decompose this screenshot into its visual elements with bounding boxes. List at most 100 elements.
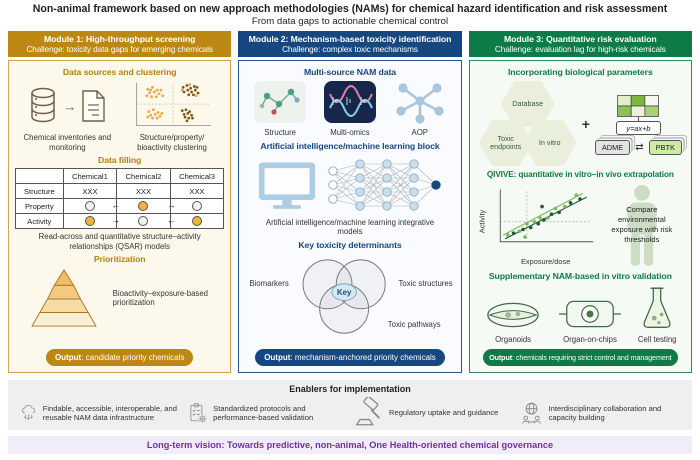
output-label: Output bbox=[54, 353, 82, 362]
module-1-challenge: Challenge: toxicity data gaps for emergi… bbox=[26, 45, 213, 54]
dna-multiomics-icon bbox=[324, 81, 376, 123]
module-1-title: Module 1: High-throughput screening bbox=[43, 34, 196, 44]
filling-heading: Data filling bbox=[98, 155, 142, 165]
organ-on-chips-col: Organ-on-chips bbox=[559, 297, 622, 345]
sources-heading: Data sources and clustering bbox=[62, 67, 177, 77]
property-row: Property ←→ bbox=[15, 198, 225, 214]
module-3-challenge: Challenge: evaluation lag for high-risk … bbox=[494, 45, 666, 54]
module-2: Module 2: Mechanism-based toxicity ident… bbox=[238, 31, 462, 373]
validation-row: Organoids Organ-on-chips bbox=[476, 285, 685, 345]
figure-subtitle: From data gaps to actionable chemical co… bbox=[251, 16, 449, 27]
output-label: Output bbox=[264, 353, 291, 362]
module-1-body: Data sources and clustering bbox=[8, 60, 232, 373]
property-cell: ←→ bbox=[111, 198, 176, 214]
output-text: : chemicals requiring strict control and… bbox=[512, 353, 672, 362]
row-label: Structure bbox=[15, 183, 64, 199]
qivive-row: Activity bbox=[476, 182, 685, 268]
module-2-title: Module 2: Mechanism-based toxicity ident… bbox=[248, 34, 452, 44]
module-2-header: Module 2: Mechanism-based toxicity ident… bbox=[238, 31, 462, 57]
available-data-dot bbox=[84, 216, 95, 226]
property-cell bbox=[169, 198, 225, 214]
plot-x-axis-label: Exposure/dose bbox=[521, 256, 571, 266]
pyramid-icon bbox=[30, 269, 97, 327]
qivive-plot: Activity bbox=[476, 185, 599, 266]
compare-block: Compare environmental exposure with risk… bbox=[599, 182, 685, 268]
cell-testing-col: Cell testing bbox=[638, 285, 677, 345]
clustering-caption-line2: bioactivity clustering bbox=[137, 142, 207, 152]
pbtk-card: PBTK bbox=[648, 140, 682, 155]
module-1-output: Output: candidate priority chemicals bbox=[45, 349, 194, 366]
arrow-right-icon: → bbox=[166, 200, 176, 211]
nam-multiomics-label: Multi-omics bbox=[330, 128, 370, 137]
nam-aop-col: AOP bbox=[385, 80, 455, 138]
venn-center-label: Key bbox=[337, 288, 352, 297]
venn-diagram: Key Biomarkers Toxic structures Toxic pa… bbox=[245, 253, 454, 341]
inventories-icons: → bbox=[27, 79, 107, 133]
qivive-heading: QIVIVE: quantitative in vitro–in vivo ex… bbox=[486, 170, 674, 179]
venn-bottom-label: Toxic pathways bbox=[387, 319, 441, 329]
clustering-col: Structure/property/ bioactivity clusteri… bbox=[120, 79, 225, 152]
clipboard-gear-icon bbox=[189, 403, 207, 423]
cloud-data-icon bbox=[22, 404, 35, 420]
enablers-row: Findable, accessible, interoperable, and… bbox=[20, 397, 680, 429]
enabler-standardized-protocols: Standardized protocols and performance-b… bbox=[187, 397, 348, 429]
missing-data-dot bbox=[138, 216, 149, 226]
module-3-title: Module 3: Quantitative risk evaluation bbox=[504, 34, 657, 44]
structure-value: XXX bbox=[116, 183, 171, 199]
human-silhouette-icon bbox=[627, 184, 657, 267]
module-2-challenge: Challenge: complex toxic mechanisms bbox=[282, 45, 418, 54]
nam-aop-label: AOP bbox=[411, 128, 429, 137]
nam-heading: Multi-source NAM data bbox=[303, 67, 396, 77]
module-1-header: Module 1: High-throughput screening Chal… bbox=[8, 31, 232, 57]
nam-items-row: Structure bbox=[245, 80, 454, 138]
venn-left-label: Biomarkers bbox=[249, 278, 289, 288]
structure-value: XXX bbox=[62, 183, 118, 199]
adme-card: ADME bbox=[594, 140, 631, 155]
connector-line bbox=[637, 117, 639, 121]
output-text: : candidate priority chemicals bbox=[81, 353, 185, 362]
module-2-output: Output: mechanism-anchored priority chem… bbox=[255, 349, 445, 366]
clustering-caption: Structure/property/ bioactivity clusteri… bbox=[137, 133, 207, 152]
enabler-text: Interdisciplinary collaboration and capa… bbox=[548, 403, 662, 422]
missing-data-dot bbox=[84, 201, 95, 211]
database-icon bbox=[31, 87, 56, 123]
qsar-caption: Read-across and quantitative structure–a… bbox=[38, 232, 201, 251]
model-cluster: y=ax+b ADME ⇄ PBTK bbox=[594, 93, 682, 155]
prioritization-heading: Prioritization bbox=[93, 254, 146, 264]
enabler-text: Findable, accessible, interoperable, and… bbox=[42, 403, 177, 422]
regression-formula: y=ax+b bbox=[616, 121, 661, 135]
inventories-col: → bbox=[15, 79, 120, 152]
molecular-structure-icon bbox=[254, 81, 307, 123]
ai-caption: Artificial intelligence/machine learning… bbox=[265, 217, 435, 237]
module-1: Module 1: High-throughput screening Chal… bbox=[8, 31, 232, 373]
validation-heading: Supplementary NAM-based in vitro validat… bbox=[488, 271, 672, 281]
plus-sign: + bbox=[581, 116, 590, 132]
output-label: Output bbox=[489, 353, 513, 362]
sources-row: → bbox=[15, 79, 224, 152]
flask-icon bbox=[643, 287, 671, 328]
pyramid-caption: Bioactivity–exposure-based prioritizatio… bbox=[112, 288, 209, 308]
module-3-header: Module 3: Quantitative risk evaluation C… bbox=[468, 31, 692, 57]
structure-value: XXX bbox=[169, 183, 225, 199]
organoids-label: Organoids bbox=[495, 335, 532, 344]
bio-parameters-row: Database Toxic endpoints In vitro + bbox=[476, 81, 685, 167]
col-header: Chemical1 bbox=[62, 168, 118, 184]
ai-heading: Artificial intelligence/machine learning… bbox=[260, 140, 440, 151]
cell-testing-label: Cell testing bbox=[637, 335, 677, 344]
nam-structure-label: Structure bbox=[264, 128, 297, 137]
globe-people-icon bbox=[521, 402, 541, 424]
figure-title: Non-animal framework based on new approa… bbox=[32, 3, 668, 15]
key-heading: Key toxicity determinants bbox=[298, 239, 402, 250]
clustering-plot-icon bbox=[136, 82, 212, 127]
flow-arrow-icon: → bbox=[63, 98, 77, 114]
available-data-dot bbox=[138, 201, 149, 211]
exchange-arrows-icon: ⇄ bbox=[635, 142, 644, 153]
enabler-text: Regulatory uptake and guidance bbox=[389, 408, 499, 418]
enablers-bar: Enablers for implementation Findable, ac… bbox=[8, 380, 692, 430]
neural-network-icon bbox=[328, 158, 441, 211]
adme-pbtk-row: ADME ⇄ PBTK bbox=[594, 140, 682, 155]
output-text: : mechanism-anchored priority chemicals bbox=[290, 353, 436, 362]
long-term-vision-bar: Long-term vision: Towards predictive, no… bbox=[8, 436, 692, 454]
scatter-plot-icon bbox=[499, 189, 593, 242]
